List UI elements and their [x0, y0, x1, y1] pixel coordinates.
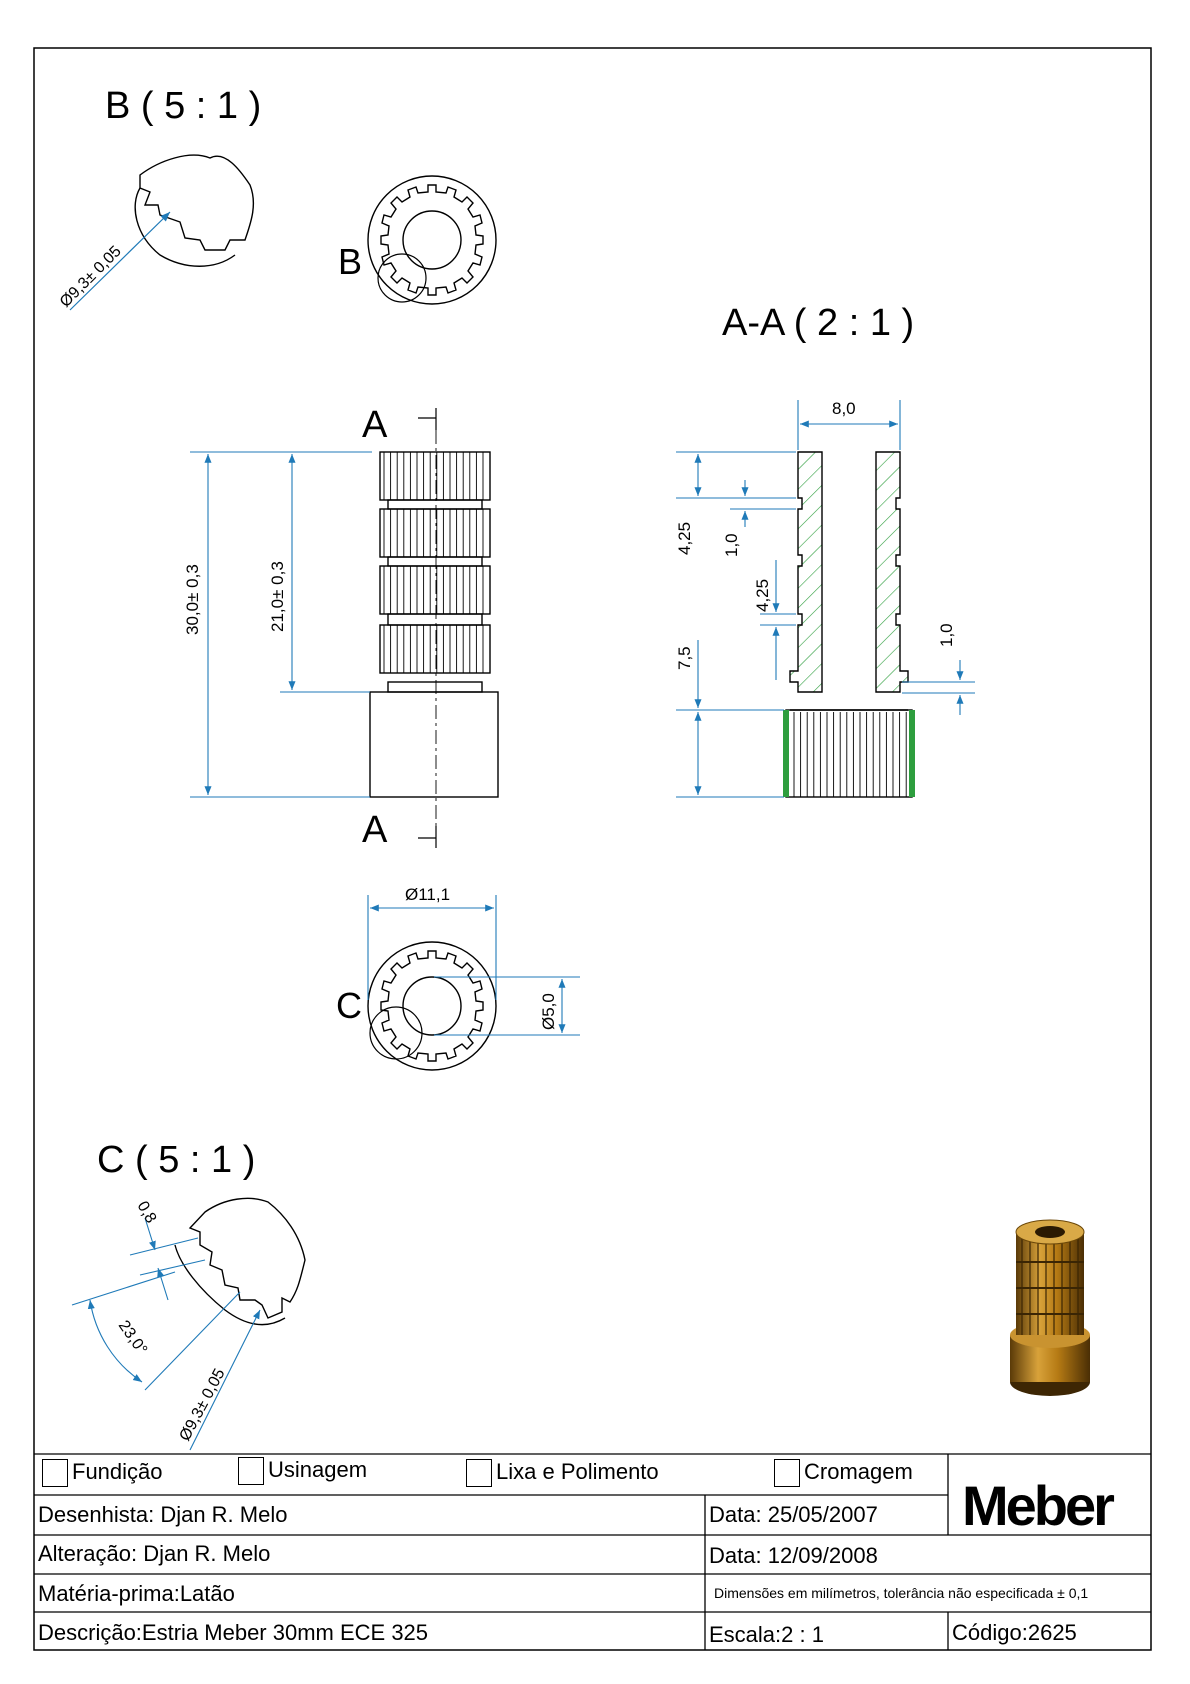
- detail-c-dim-diameter: Ø9,3± 0,05: [177, 1366, 229, 1444]
- dim-total-length: 30,0± 0,3: [183, 564, 202, 635]
- detail-b-title: B ( 5 : 1 ): [105, 85, 261, 127]
- groove: [387, 499, 483, 510]
- usinagem-label: Usinagem: [268, 1457, 368, 1482]
- scale-label: Escala:: [709, 1622, 782, 1647]
- dim-groove-pitch-1: 4,25: [675, 522, 694, 555]
- cromagem-checkbox[interactable]: [774, 1459, 800, 1488]
- detail-b-dim-text: Ø9,3± 0,05: [57, 243, 125, 311]
- fundicao-checkbox[interactable]: [42, 1459, 68, 1488]
- dim-bore-diameter: Ø5,0: [539, 993, 558, 1030]
- section-dimensions: [676, 400, 975, 798]
- dim-groove-width-2: 1,0: [937, 623, 956, 647]
- detail-c-dimensions: [71, 1217, 261, 1451]
- scale-row: Escala:2 : 1: [709, 1622, 824, 1648]
- dim-knurl-length: 21,0± 0,3: [268, 561, 287, 632]
- process-fundicao[interactable]: Fundição: [42, 1459, 163, 1488]
- designer-label: Desenhista:: [38, 1502, 155, 1527]
- code-row: Código:2625: [952, 1620, 1077, 1646]
- knurl-band: [379, 451, 491, 501]
- knurl-band: [379, 565, 491, 615]
- section-wall-left: [789, 451, 823, 693]
- tolerance-note: Dimensões em milímetros, tolerância não …: [714, 1585, 1089, 1601]
- meber-logo: Meber: [962, 1474, 1115, 1537]
- side-view-body: [369, 451, 499, 798]
- change-row: Alteração: Djan R. Melo: [38, 1541, 270, 1567]
- dim-groove-width-1: 1,0: [722, 533, 741, 557]
- groove: [387, 556, 483, 567]
- part-3d-render: [1010, 1219, 1090, 1396]
- detail-c-view: [174, 1197, 306, 1326]
- date1-row: Data: 25/05/2007: [709, 1502, 878, 1528]
- sheet-border: [33, 47, 1152, 1651]
- end-view-top: [367, 175, 497, 305]
- title-block-grid: [34, 1453, 1151, 1650]
- section-marker-bottom: A: [362, 809, 388, 851]
- dim-base-length: 7,5: [675, 646, 694, 670]
- date1-label: Data:: [709, 1502, 762, 1527]
- knurl-band: [379, 624, 491, 674]
- section-wall-right: [875, 451, 909, 693]
- end-view-bottom: [367, 941, 497, 1071]
- description-label: Descrição:: [38, 1620, 142, 1645]
- detail-c-marker: C: [336, 985, 362, 1026]
- section-marker-top: A: [362, 404, 388, 446]
- material-value: Latão: [179, 1581, 235, 1606]
- date1-value: 25/05/2007: [767, 1502, 878, 1527]
- scale-value: 2 : 1: [781, 1622, 824, 1647]
- detail-b-marker: B: [338, 241, 362, 282]
- date2-value: 12/09/2008: [767, 1543, 878, 1568]
- detail-c-title: C ( 5 : 1 ): [97, 1139, 255, 1181]
- groove: [387, 613, 483, 626]
- description-row: Descrição:Estria Meber 30mm ECE 325: [38, 1620, 428, 1646]
- detail-c-dim-angle: 23,0°: [115, 1318, 150, 1359]
- detail-b-dimension: [69, 211, 171, 311]
- designer-value: Djan R. Melo: [160, 1502, 288, 1527]
- dim-section-width: 8,0: [832, 399, 856, 418]
- code-value: 2625: [1027, 1620, 1077, 1645]
- process-usinagem[interactable]: Usinagem: [238, 1457, 368, 1486]
- section-title: A-A ( 2 : 1 ): [722, 302, 914, 344]
- fundicao-label: Fundição: [72, 1459, 163, 1484]
- detail-b-view: [134, 154, 254, 267]
- process-cromagem[interactable]: Cromagem: [774, 1459, 913, 1488]
- lixa-checkbox[interactable]: [466, 1459, 492, 1488]
- date2-label: Data:: [709, 1543, 762, 1568]
- lixa-label: Lixa e Polimento: [496, 1459, 659, 1484]
- code-label: Código:: [952, 1620, 1028, 1645]
- cromagem-label: Cromagem: [804, 1459, 913, 1484]
- designer-row: Desenhista: Djan R. Melo: [38, 1502, 287, 1528]
- usinagem-checkbox[interactable]: [238, 1457, 264, 1486]
- end-view-dimensions: [367, 895, 580, 1036]
- dim-groove-pitch-2: 4,25: [753, 579, 772, 612]
- date2-row: Data: 12/09/2008: [709, 1543, 878, 1569]
- material-row: Matéria-prima:Latão: [38, 1581, 235, 1607]
- knurl-band: [379, 508, 491, 558]
- change-value: Djan R. Melo: [143, 1541, 271, 1566]
- side-view-dimensions: [190, 451, 372, 798]
- dim-outer-diameter: Ø11,1: [405, 885, 450, 904]
- material-label: Matéria-prima:: [38, 1581, 180, 1606]
- detail-c-dim-width: 0,8: [134, 1199, 160, 1227]
- description-value: Estria Meber 30mm ECE 325: [141, 1620, 429, 1645]
- section-view: [783, 451, 915, 798]
- cut-line: [418, 408, 437, 848]
- process-lixa[interactable]: Lixa e Polimento: [466, 1459, 659, 1488]
- change-label: Alteração:: [38, 1541, 138, 1566]
